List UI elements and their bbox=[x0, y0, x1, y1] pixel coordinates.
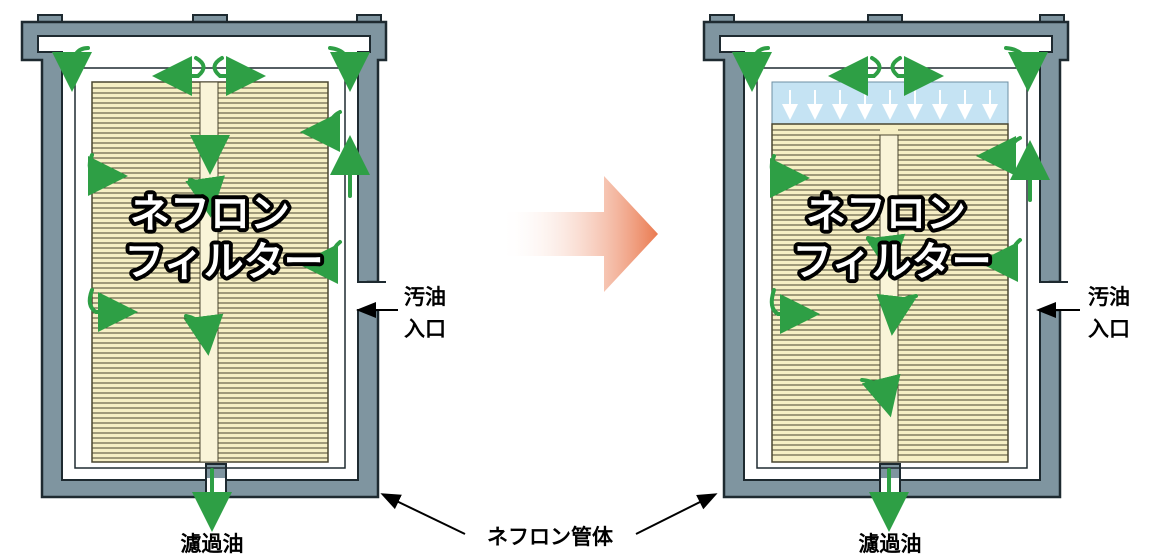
housing-pointer-arrow bbox=[635, 493, 718, 535]
inlet-label-line1: 汚油 bbox=[404, 285, 446, 309]
flow-arrows bbox=[52, 46, 1050, 532]
flow-arrow bbox=[769, 154, 810, 198]
process-arrow bbox=[500, 176, 658, 292]
flow-arrow bbox=[298, 240, 342, 284]
flow-arrow bbox=[876, 293, 918, 336]
filter-element bbox=[91, 81, 329, 463]
filter-label-line1: ネフロン bbox=[130, 191, 290, 237]
filter-label-outline: ネフロン bbox=[806, 191, 966, 237]
filter-unit-clean bbox=[20, 14, 388, 500]
flow-arrow bbox=[732, 46, 773, 92]
filter-label-line1: ネフロン bbox=[806, 191, 966, 237]
flow-arrow bbox=[860, 373, 901, 418]
flow-arrow bbox=[328, 46, 370, 92]
flow-arrow bbox=[769, 288, 820, 334]
flow-arrow bbox=[212, 56, 266, 96]
filter-label-line2: フィルター bbox=[792, 239, 991, 285]
inlet-label-line1: 汚油 bbox=[1088, 285, 1130, 309]
filter-frame bbox=[74, 67, 346, 469]
sludge-layer bbox=[771, 81, 1009, 125]
flow-arrow bbox=[183, 313, 224, 356]
outlet-label: 濾過油 bbox=[181, 532, 244, 556]
housing-label: ネフロン管体 bbox=[487, 525, 614, 549]
flow-arrow bbox=[890, 56, 944, 96]
flow-arrow bbox=[976, 136, 1022, 176]
flow-arrow bbox=[185, 175, 225, 218]
filter-label-outline: フィルター bbox=[124, 239, 323, 285]
inlet-label-line2: 入口 bbox=[404, 317, 446, 341]
housing-pointer-arrow bbox=[380, 493, 466, 535]
inlet-label-line2: 入口 bbox=[1088, 317, 1130, 341]
flow-arrow bbox=[300, 110, 342, 152]
filter-label-outline: フィルター bbox=[792, 239, 991, 285]
flow-arrow bbox=[152, 56, 206, 96]
filter-label-outline: ネフロン bbox=[130, 191, 290, 237]
filter-label-line2: フィルター bbox=[124, 239, 323, 285]
flow-arrow bbox=[978, 238, 1022, 282]
flow-arrow bbox=[865, 233, 906, 276]
outlet-label: 濾過油 bbox=[859, 532, 922, 556]
flow-arrow bbox=[52, 46, 93, 92]
flow-arrow bbox=[87, 153, 128, 196]
flow-arrow bbox=[1004, 46, 1048, 92]
filter-element bbox=[771, 123, 1009, 463]
flow-arrow bbox=[87, 288, 138, 332]
flow-arrow bbox=[828, 56, 882, 96]
